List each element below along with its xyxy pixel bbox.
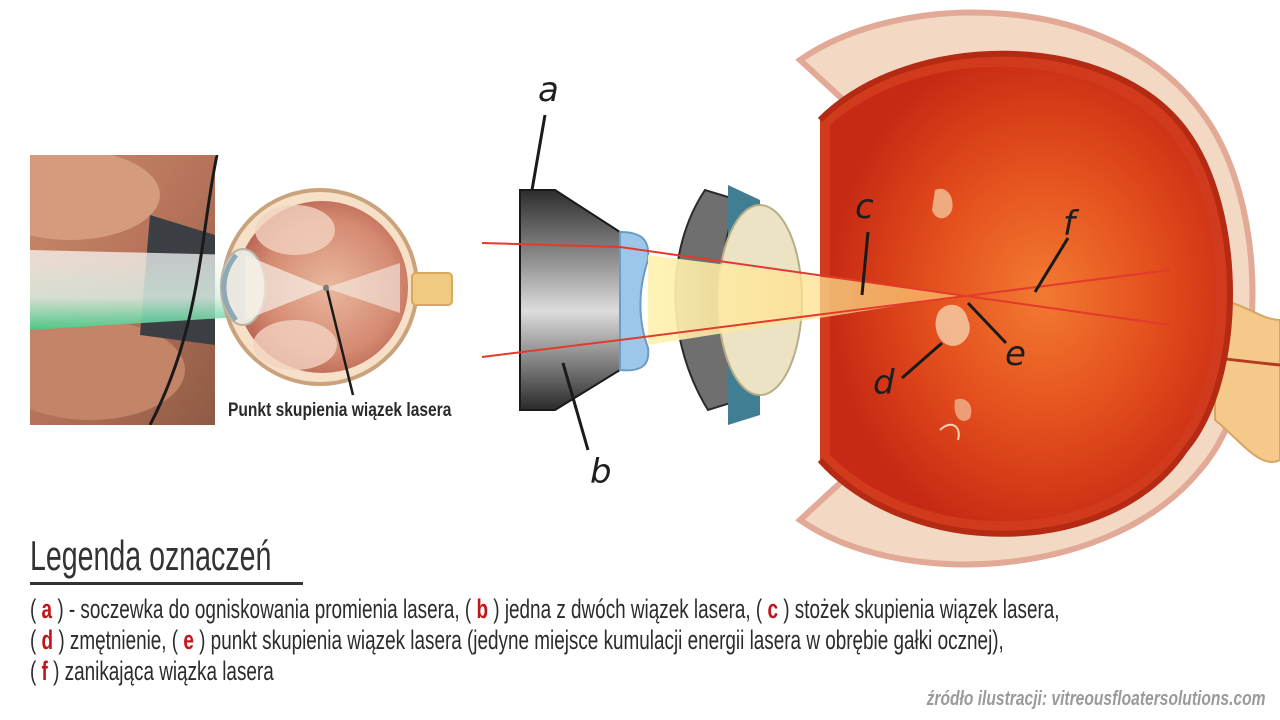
focus-cone — [648, 255, 965, 345]
legend-key-f: f — [41, 656, 48, 686]
legend-title: Legenda oznaczeń — [30, 532, 272, 579]
callout-lines — [530, 114, 1070, 451]
face-contour — [148, 155, 219, 425]
legend-key-c: c — [767, 594, 778, 624]
callout-label-b: b — [590, 452, 612, 492]
legend-key-a: a — [41, 594, 53, 624]
callout-label-a: a — [538, 70, 559, 110]
laser-lens-holder — [519, 189, 650, 411]
inset-focus-pointer — [324, 284, 355, 396]
callout-line-a — [530, 114, 547, 191]
legend-desc-e: punkt skupienia wiązek lasera (jedyne mi… — [205, 625, 1004, 655]
callout-label-f: f — [1063, 204, 1075, 244]
legend-key-d: d — [41, 625, 54, 655]
laser-beams — [481, 242, 1171, 358]
source-credit: źródło ilustracji: vitreousfloatersoluti… — [927, 688, 1266, 710]
floater-cluster — [935, 304, 970, 346]
callout-line-d — [901, 341, 943, 380]
callout-line-c — [860, 231, 870, 296]
callout-label-d: d — [873, 363, 895, 403]
legend-line-2: ( d ) zmętnienie, ( e ) punkt skupienia … — [30, 625, 1004, 655]
main-eye-diagram — [481, 9, 1280, 568]
legend-desc-a: - soczewka do ogniskowania promienia las… — [63, 594, 465, 624]
vitreous-body — [830, 66, 1217, 522]
callout-line-f — [1033, 237, 1070, 293]
legend-desc-b: jedna z dwóch wiązek lasera, — [499, 594, 756, 624]
legend-text: ( a ) - soczewka do ogniskowania promien… — [30, 594, 1262, 687]
inset-eye-diagram — [30, 155, 453, 425]
legend-key-b: b — [476, 594, 489, 624]
inset-caption: Punkt skupienia wiązek lasera — [228, 400, 452, 421]
inset-eyeball — [220, 188, 453, 386]
callout-label-c: c — [855, 187, 874, 227]
legend-key-e: e — [183, 625, 194, 655]
callout-label-e: e — [1005, 334, 1026, 374]
legend-desc-c: stożek skupienia wiązek lasera, — [789, 594, 1060, 624]
legend-title-underline — [30, 582, 303, 585]
callout-line-b — [561, 362, 590, 451]
legend-desc-f: zanikająca wiązka lasera — [59, 656, 274, 686]
legend-desc-d: zmętnienie, — [64, 625, 172, 655]
callout-line-e — [966, 301, 1008, 345]
legend-line-1: ( a ) - soczewka do ogniskowania promien… — [30, 594, 1060, 624]
legend-line-3: ( f ) zanikająca wiązka lasera — [30, 656, 274, 686]
